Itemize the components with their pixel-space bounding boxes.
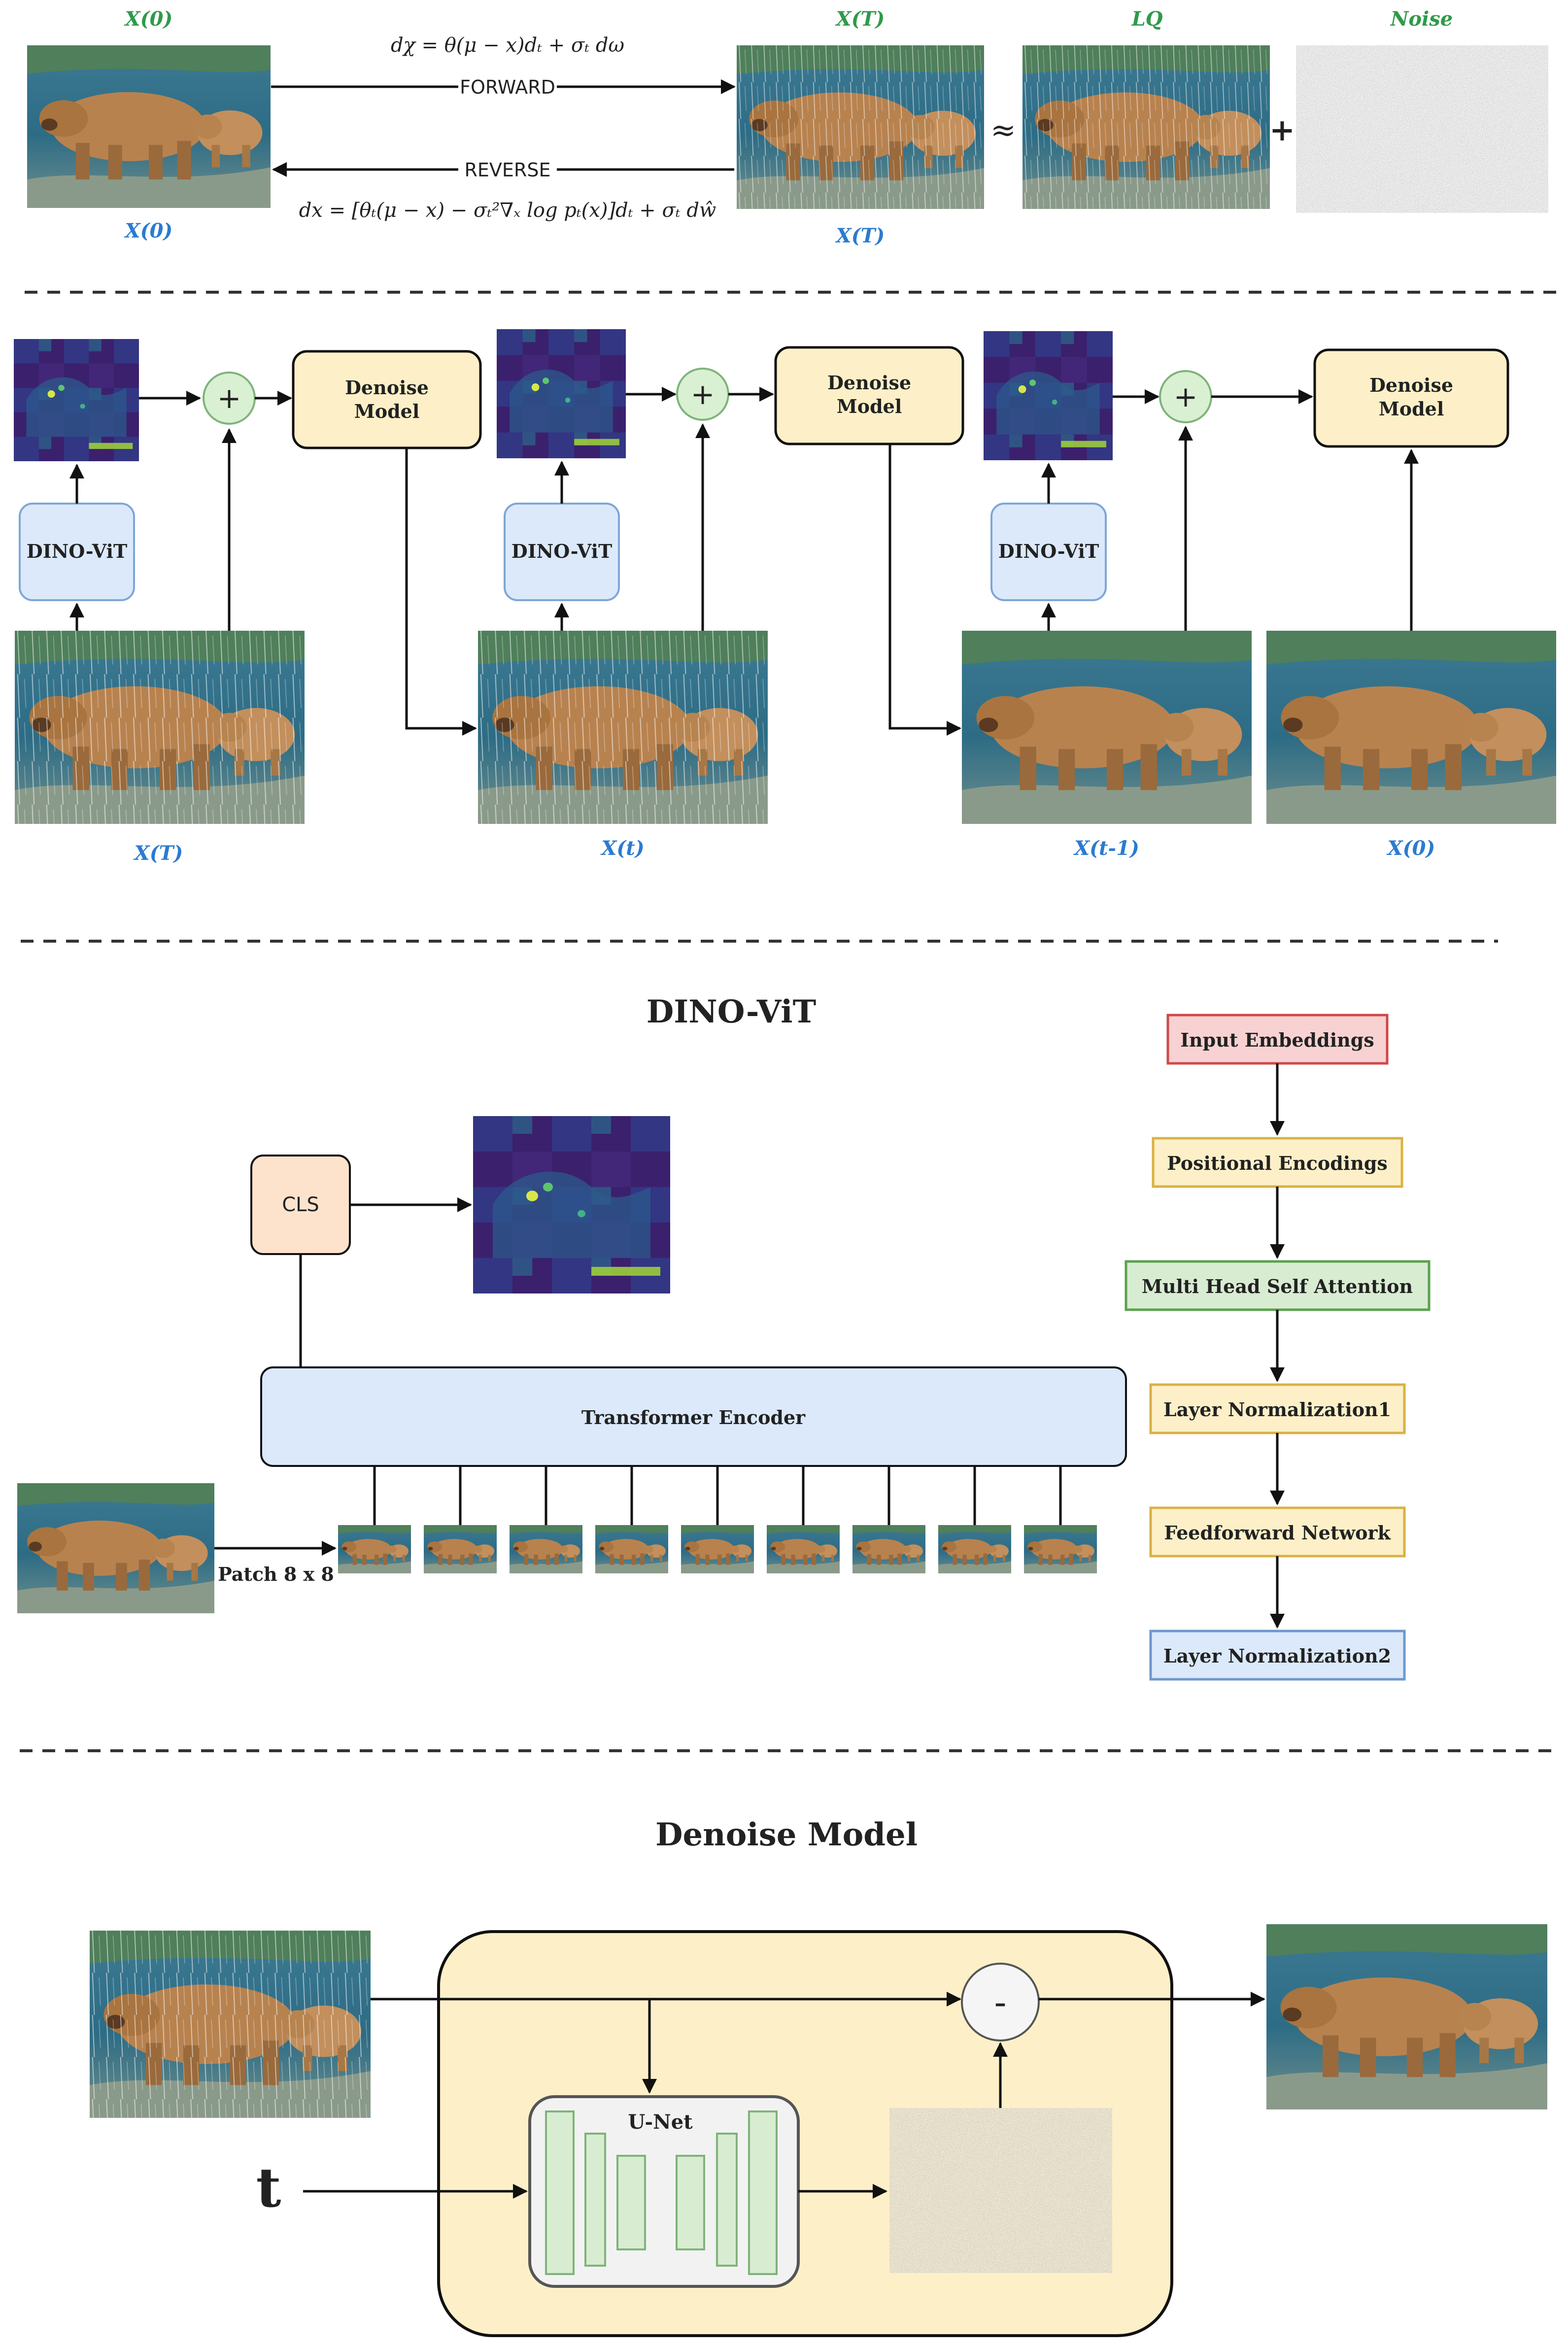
patch-1 xyxy=(338,1525,411,1573)
sum-symbol-3: + xyxy=(1174,380,1198,413)
denoise-model-box-1 xyxy=(292,350,482,449)
predicted-noise-image xyxy=(889,2108,1112,2273)
dino-section: DINO-ViT CLS Transformer Encoder Patch 8… xyxy=(17,993,1431,1681)
x0-bottom-label: X(0) xyxy=(124,219,173,242)
patch-6 xyxy=(767,1525,840,1573)
unet-decoder-block-1 xyxy=(716,2133,738,2267)
patch-label: Patch 8 x 8 xyxy=(218,1563,334,1585)
pipeline-label-xt: X(t) xyxy=(600,837,644,860)
unet-decoder-block-2 xyxy=(748,2110,778,2275)
pipeline-image-x0 xyxy=(1266,631,1556,824)
patch-8 xyxy=(938,1525,1011,1573)
denoise-input-image xyxy=(90,1931,371,2118)
x0-top-label: X(0) xyxy=(124,7,173,31)
sum-symbol-1: + xyxy=(217,381,241,415)
subtract-symbol: - xyxy=(994,1982,1006,2023)
reverse-equation: dx = [θₜ(μ − x) − σₜ²∇ₓ log pₜ(x)]dₜ + σ… xyxy=(299,199,716,222)
layer-label-1: Positional Encodings xyxy=(1167,1152,1388,1174)
layer-normalization-2 xyxy=(1149,1630,1406,1681)
denoise-section: Denoise Model - t U-Net xyxy=(90,1816,1547,2337)
denoise-label-2a: Denoise xyxy=(827,372,911,394)
pipeline-label-xT: X(T) xyxy=(133,842,183,865)
layer-multi-head-self-attention xyxy=(1125,1260,1431,1311)
reverse-label: REVERSE xyxy=(465,159,551,181)
denoise-label-2b: Model xyxy=(837,395,902,417)
attention-map-3 xyxy=(984,331,1113,460)
denoise-label-1a: Denoise xyxy=(345,376,429,399)
denoise-output-image xyxy=(1266,1924,1547,2109)
denoise-label-3b: Model xyxy=(1379,398,1444,420)
sde-section: X(0) X(0) dχ = θ(μ − x)dₜ + σₜ dω FORWAR… xyxy=(27,7,1548,247)
unet-bottleneck-block-2 xyxy=(676,2155,705,2250)
patch-3 xyxy=(510,1525,582,1573)
xT-bottom-label: X(T) xyxy=(835,224,885,247)
pipeline-image-xt-1 xyxy=(962,631,1252,824)
dino-vit-label-3: DINO-ViT xyxy=(998,540,1099,562)
timestep-label: t xyxy=(256,2156,281,2219)
approx-symbol: ≈ xyxy=(990,112,1016,148)
layer-label-3: Layer Normalization1 xyxy=(1163,1398,1391,1421)
pipeline-label-x0: X(0) xyxy=(1386,837,1435,860)
layer-label-0: Input Embeddings xyxy=(1180,1029,1374,1051)
unet-encoder-block-1 xyxy=(545,2110,575,2275)
denoise-model-box-2 xyxy=(774,346,964,445)
noise-image xyxy=(1296,45,1548,213)
pipeline-label-xt-1: X(t-1) xyxy=(1073,837,1139,860)
layer-feedforward-network xyxy=(1149,1506,1406,1558)
xT-top-label: X(T) xyxy=(835,7,885,31)
forward-label: FORWARD xyxy=(460,76,555,98)
plus-symbol: + xyxy=(1269,112,1295,148)
denoise-model-box-3 xyxy=(1313,348,1509,448)
cls-label: CLS xyxy=(282,1193,319,1216)
unet-encoder-block-2 xyxy=(584,2133,606,2267)
cls-attention-map xyxy=(473,1116,670,1293)
denoise-section-title: Denoise Model xyxy=(655,1816,918,1853)
patch-strip xyxy=(338,1466,1097,1573)
pipeline-section: DINO-ViT X(T) + Denoise Model DINO-ViT X… xyxy=(14,329,1556,865)
transformer-encoder-label: Transformer Encoder xyxy=(581,1406,806,1428)
unet-label: U-Net xyxy=(628,2110,693,2134)
degraded-image-xT xyxy=(737,45,984,209)
patch-2 xyxy=(424,1525,497,1573)
patch-4 xyxy=(595,1525,668,1573)
dino-vit-label-1: DINO-ViT xyxy=(27,540,128,562)
lq-image xyxy=(1023,45,1270,209)
attention-map-1 xyxy=(14,339,139,461)
dino-section-title: DINO-ViT xyxy=(647,993,816,1030)
layer-label-5: Layer Normalization2 xyxy=(1163,1645,1391,1667)
layer-normalization-1 xyxy=(1149,1383,1406,1434)
denoise-label-3a: Denoise xyxy=(1369,374,1453,396)
lq-label: LQ xyxy=(1131,7,1163,31)
unet-blocks xyxy=(545,2110,778,2275)
input-image xyxy=(17,1483,214,1613)
noise-label: Noise xyxy=(1390,7,1453,31)
pipeline-image-xt xyxy=(478,631,768,824)
transformer-encoder-box xyxy=(260,1366,1127,1467)
unet-bottleneck-block-1 xyxy=(616,2155,646,2250)
patch-5 xyxy=(681,1525,754,1573)
patch-7 xyxy=(852,1525,925,1573)
subtract-node xyxy=(961,1963,1040,2041)
denoise-label-1b: Model xyxy=(354,400,420,422)
layer-label-4: Feedforward Network xyxy=(1164,1522,1391,1544)
pipeline-image-xT xyxy=(15,631,305,824)
clean-image-x0 xyxy=(27,45,271,208)
layer-positional-encodings xyxy=(1152,1137,1403,1188)
forward-equation: dχ = θ(μ − x)dₜ + σₜ dω xyxy=(391,34,624,57)
patch-9 xyxy=(1024,1525,1097,1573)
attention-map-2 xyxy=(497,329,626,458)
layer-label-2: Multi Head Self Attention xyxy=(1142,1275,1413,1297)
sum-symbol-2: + xyxy=(691,377,715,411)
dino-vit-label-2: DINO-ViT xyxy=(511,540,613,562)
